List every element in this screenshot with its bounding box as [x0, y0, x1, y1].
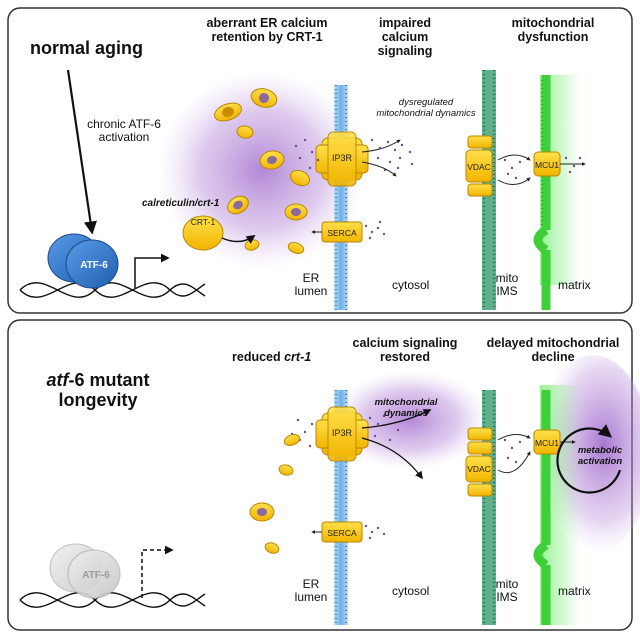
crt1-complexes-top [214, 88, 311, 254]
header-signaling-restored: calcium signaling restored [352, 336, 458, 364]
ip3r-flux-arrow-top-2 [361, 161, 397, 177]
atf6-dimer-front-bottom [67, 549, 121, 599]
crista-top [533, 226, 549, 254]
header-mito-dysfunction: mitochondrial dysfunction [511, 16, 595, 44]
metabolic-cycle-arrow [556, 424, 622, 494]
header-delayed-decline: delayed mitochondrial decline [486, 336, 620, 364]
compartment-er-lumen-top: ER lumen [294, 271, 328, 299]
atf6-dimer-front-top [65, 239, 119, 289]
mito-arrow-top-2 [497, 177, 531, 185]
ip3r-label-top: IP3R [332, 153, 353, 163]
atf6-label-top: ATF-6 [80, 260, 108, 271]
calcium-ions-top [294, 138, 582, 240]
crt1-complexes-bottom [249, 434, 301, 554]
transcription-arrow-bottom [141, 545, 174, 598]
vdac-label-bottom: VDAC [467, 464, 491, 474]
header-reduced-prefix: reduced [232, 350, 285, 364]
header-er-retention: aberrant ER calcium retention by CRT-1 [206, 16, 328, 44]
condition-atf6-mutant: atf-6 mutant longevity [28, 370, 168, 410]
trigger-label: chronic ATF-6 activation [87, 117, 161, 145]
header-reduced-gene: crt-1 [284, 350, 312, 364]
compartment-mito-ims-bottom: mito IMS [495, 577, 519, 605]
calcium-ions-bottom [290, 414, 522, 540]
crista-bottom [533, 541, 549, 569]
cytosol-calcium-plume [330, 370, 490, 470]
ip3r-label-bottom: IP3R [332, 428, 353, 438]
atf6-label-bottom: ATF-6 [82, 570, 110, 581]
compartment-matrix-top: matrix [558, 278, 591, 292]
condition-gene-name: atf [46, 370, 69, 390]
condition-suffix: -6 mutant [68, 370, 150, 390]
serca-label-bottom: SERCA [327, 528, 357, 538]
compartment-cytosol-bottom: cytosol [392, 584, 430, 598]
compartment-er-lumen-bottom: ER lumen [294, 577, 328, 605]
mito-arrow-bottom [497, 434, 531, 441]
mcu1-label-top: MCU1 [535, 160, 559, 170]
vdac-channel-bottom [465, 427, 493, 497]
condition-longevity: longevity [58, 390, 138, 411]
ip3r-channel-bottom [315, 406, 369, 462]
header-impaired-signaling: impaired calcium signaling [377, 16, 433, 58]
ip3r-flux-arrow-bottom [361, 409, 432, 429]
mito-arrow-bottom-2 [497, 451, 531, 474]
mcu1-label-bottom: MCU1 [535, 438, 559, 448]
condition-normal-aging: normal aging [30, 38, 144, 58]
compartment-mito-ims-top: mito IMS [495, 271, 519, 299]
header-reduced-crt1: reduced crt-1 [232, 350, 311, 364]
top-panel-frame [7, 7, 633, 314]
vdac-label-top: VDAC [467, 162, 491, 172]
serca-label-top: SERCA [327, 228, 357, 238]
mito-arrow-top [497, 154, 531, 161]
compartment-matrix-bottom: matrix [558, 584, 591, 598]
crt1-movement-arrow [221, 234, 256, 244]
ip3r-channel-top [315, 131, 369, 187]
crt1-protein-top [182, 215, 224, 251]
dna-helix-top [19, 282, 206, 298]
note-metabolic-activation: metabolic activation [577, 445, 623, 467]
dna-helix-bottom [19, 592, 206, 608]
gene-label-crt1: calreticulin/crt-1 [142, 198, 220, 209]
note-mito-dynamics: mitochondrial dynamics [374, 397, 438, 419]
vdac-channel-top [465, 135, 493, 197]
transcription-arrow-top [134, 253, 170, 288]
note-dysregulated-dynamics: dysregulated mitochondrial dynamics [376, 97, 476, 119]
crt1-label-top: CRT-1 [191, 217, 216, 227]
compartment-cytosol-top: cytosol [392, 278, 430, 292]
ip3r-flux-arrow-top [361, 139, 401, 153]
ip3r-flux-arrow-bottom-2 [361, 437, 423, 480]
aging-arrow [66, 69, 97, 235]
